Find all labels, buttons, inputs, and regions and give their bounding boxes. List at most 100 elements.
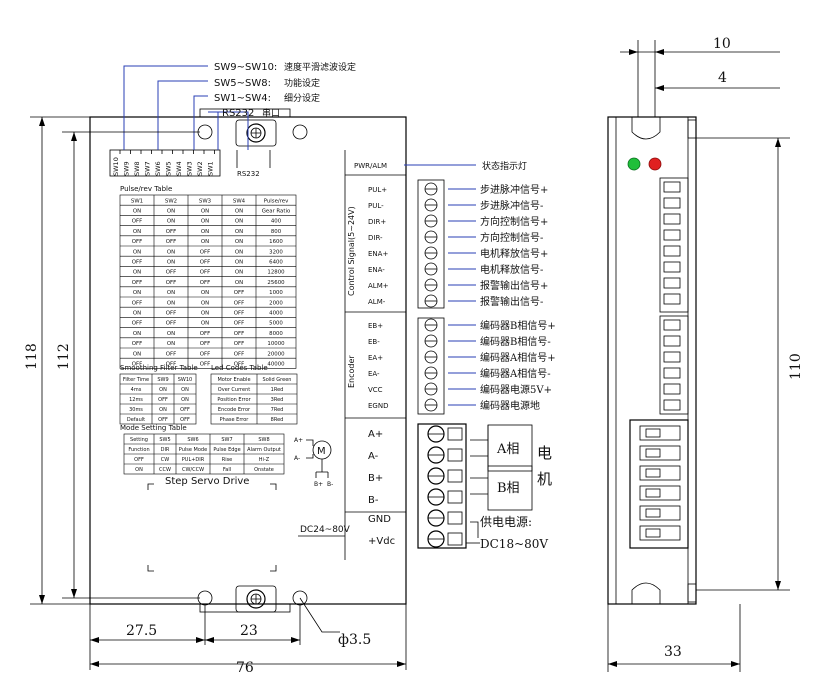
motor-symbol: M A+ A- B+ B- xyxy=(294,437,333,488)
table-header-cell: Pulse/rev xyxy=(264,198,289,204)
motor-char-2: 机 xyxy=(537,470,552,488)
dim-23: 23 xyxy=(240,623,258,639)
table-cell: 1600 xyxy=(269,239,283,245)
table-cell: ON xyxy=(235,280,243,286)
table-cell: OFF xyxy=(132,219,142,225)
top-hole-left xyxy=(197,124,213,140)
table-cell: 12ms xyxy=(129,397,143,403)
control-pin-label: ENA- xyxy=(368,266,385,274)
control-callout: 方向控制信号- xyxy=(480,231,543,244)
dim-hole: ф3.5 xyxy=(338,632,371,648)
table-header-cell: Solid Green xyxy=(263,377,292,383)
table-cell: 8000 xyxy=(269,331,283,337)
table-cell: ON xyxy=(235,270,243,276)
table-cell: ON xyxy=(133,351,141,357)
motor-char-1: 电 xyxy=(537,444,552,462)
dip-label: SW7 xyxy=(144,161,152,176)
control-pin-label: DIR+ xyxy=(368,218,386,226)
table-cell: OFF xyxy=(180,407,190,413)
svg-text:A+: A+ xyxy=(294,437,303,444)
table-cell: 2000 xyxy=(269,300,283,306)
pulse-table-title: Pulse/rev Table xyxy=(120,185,172,193)
side-dimensions: 10 4 110 33 xyxy=(607,36,804,672)
control-pin-label: ENA+ xyxy=(368,250,388,258)
table-cell: ON xyxy=(167,290,175,296)
bottom-flange xyxy=(199,603,291,613)
table-cell: OFF xyxy=(132,260,142,266)
control-pin-label: PUL- xyxy=(368,202,384,210)
table-cell: ON xyxy=(235,229,243,235)
table-header-cell: Setting xyxy=(130,437,148,443)
table-cell: OFF xyxy=(234,362,244,368)
table-cell: OFF xyxy=(234,300,244,306)
table-header-cell: SW6 xyxy=(187,437,198,443)
control-pin-label: PUL+ xyxy=(368,186,387,194)
dip-label: SW3 xyxy=(186,161,194,176)
side-bottom-notch xyxy=(631,582,661,604)
table-cell: ON xyxy=(135,467,143,473)
table-cell: ON xyxy=(159,407,167,413)
table-cell: 8Red xyxy=(271,417,284,423)
table-cell: Encode Error xyxy=(218,407,251,413)
table-cell: ON xyxy=(235,209,243,215)
table-cell: 4ms xyxy=(131,387,142,393)
motor-phase-labels: A相 B相 电 机 供电电源: DC18~80V xyxy=(466,424,552,551)
table-cell: OFF xyxy=(200,249,210,255)
table-cell: OFF xyxy=(166,280,176,286)
table-cell: 800 xyxy=(271,229,282,235)
encoder-callout: 编码器电源5V+ xyxy=(480,383,552,396)
encoder-callouts: 编码器B相信号+编码器B相信号-编码器A相信号+编码器A相信号-编码器电源5V+… xyxy=(448,319,556,412)
table-cell: ON xyxy=(181,387,189,393)
table-cell: ON xyxy=(201,321,209,327)
table-cell: Default xyxy=(127,417,145,423)
table-cell: Gear Ratio xyxy=(262,209,291,215)
side-control-connector xyxy=(659,177,689,313)
control-terminal-block xyxy=(417,179,445,309)
dim-4: 4 xyxy=(718,70,727,86)
encoder-callout: 编码器A相信号+ xyxy=(480,351,556,364)
svg-text:M: M xyxy=(317,446,326,457)
table-header-cell: SW4 xyxy=(233,198,246,204)
terminal-blocks xyxy=(417,179,467,549)
top-flange xyxy=(199,108,291,118)
table-cell: OFF xyxy=(200,260,210,266)
callout-sw1-4-label: SW1~SW4: xyxy=(214,93,271,104)
table-header-cell: SW10 xyxy=(178,377,192,383)
table-cell: Alarm Output xyxy=(247,447,281,453)
table-cell: CCW xyxy=(159,467,171,473)
table-cell: 400 xyxy=(271,219,282,225)
label-brackets xyxy=(147,483,277,572)
rs232-label: RS232 xyxy=(237,170,260,178)
table-cell: OFF xyxy=(132,300,142,306)
red-led-icon xyxy=(648,157,662,171)
table-cell: 12800 xyxy=(267,270,285,276)
table-cell: ON xyxy=(167,209,175,215)
encoder-pin-label: EGND xyxy=(368,402,388,410)
table-cell: 3Red xyxy=(271,397,284,403)
table-cell: ON xyxy=(235,260,243,266)
table-cell: ON xyxy=(133,311,141,317)
side-body-outline xyxy=(607,116,697,605)
dip-label: SW4 xyxy=(175,161,183,176)
table-cell: PUL+DIR xyxy=(182,457,205,463)
dim-10: 10 xyxy=(713,36,731,52)
table-cell: OFF xyxy=(132,362,142,368)
svg-text:B+: B+ xyxy=(314,481,323,488)
encoder-pin-label: EB- xyxy=(368,338,380,346)
dim-112: 112 xyxy=(56,343,72,370)
motor-pin-label: B- xyxy=(368,495,379,506)
dip-label: SW6 xyxy=(154,161,162,176)
table-cell: CW/CCW xyxy=(182,467,204,473)
table-cell: 6400 xyxy=(269,260,283,266)
encoder-pin-label: EA+ xyxy=(368,354,383,362)
table-cell: ON xyxy=(167,331,175,337)
table-cell: OFF xyxy=(234,351,244,357)
table-cell: ON xyxy=(201,300,209,306)
green-led-icon xyxy=(627,157,641,171)
dim-33: 33 xyxy=(664,644,682,660)
table-cell: ON xyxy=(133,331,141,337)
table-cell: OFF xyxy=(234,311,244,317)
